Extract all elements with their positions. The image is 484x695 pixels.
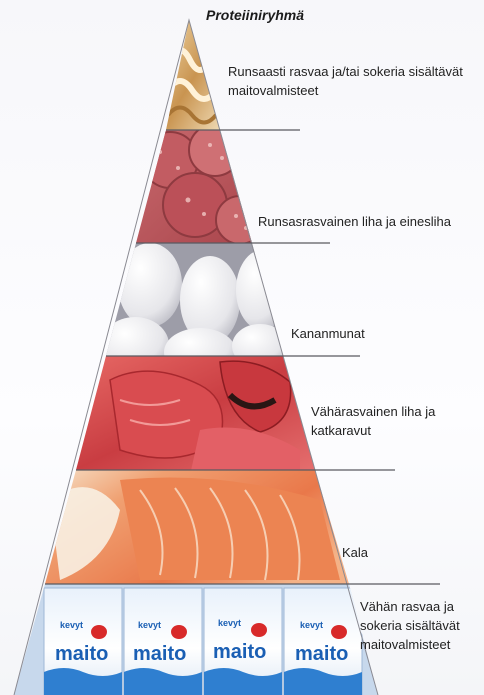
level-2-image	[130, 124, 264, 246]
level-5-image	[40, 468, 360, 588]
level-1-image	[160, 18, 230, 133]
carton-top-text: kevyt	[138, 620, 161, 630]
level-6-image	[10, 582, 382, 695]
level-1-label: Runsaasti rasvaa ja/tai sokeria sisältäv…	[228, 62, 468, 100]
level-4-label: Vähärasvainen liha ja katkaravut	[311, 402, 451, 440]
level-6-label: Vähän rasvaa ja sokeria sisältävät maito…	[360, 597, 478, 654]
carton-brand-text: maito	[133, 643, 186, 665]
carton-top-text: kevyt	[300, 620, 323, 630]
level-2-label: Runsasrasvainen liha ja einesliha	[258, 212, 478, 231]
carton-brand-text: maito	[295, 643, 348, 665]
level-4-image	[70, 354, 320, 475]
carton-brand-text: maito	[213, 641, 266, 663]
level-3-label: Kananmunat	[291, 324, 471, 343]
carton-top-text: kevyt	[60, 620, 83, 630]
level-5-label: Kala	[342, 543, 462, 562]
carton-top-text: kevyt	[218, 618, 241, 628]
carton-brand-text: maito	[55, 643, 108, 665]
